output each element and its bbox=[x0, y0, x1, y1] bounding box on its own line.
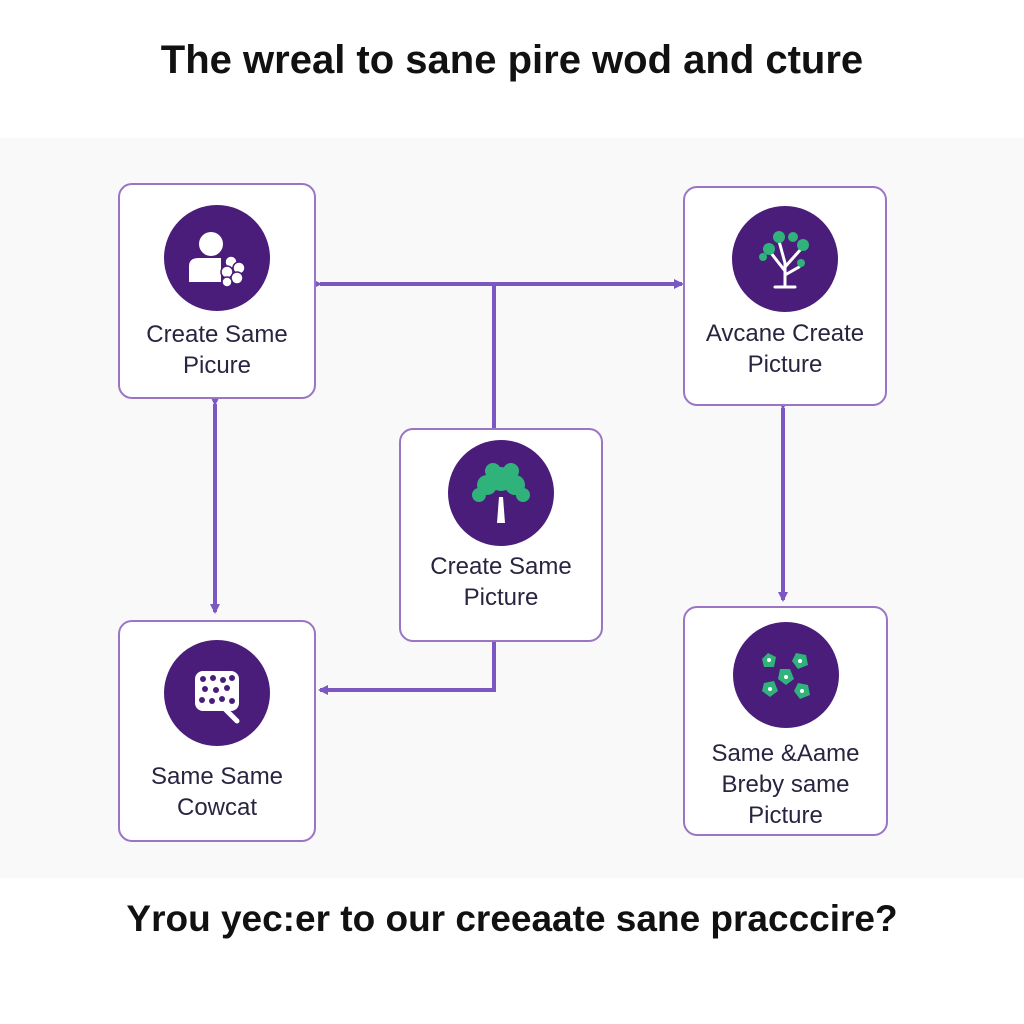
footer-question: Yrou yec:er to our creeaate sane praccci… bbox=[126, 898, 898, 939]
node-center[interactable]: Create Same Picture bbox=[399, 428, 603, 642]
node-label-line: Breby same bbox=[721, 771, 850, 798]
connector-center-to-bottom-left bbox=[318, 642, 496, 695]
node-label-line: Avcane Create bbox=[705, 320, 865, 347]
node-label-line: Picure bbox=[182, 352, 252, 379]
node-label-line: Create Same bbox=[146, 321, 288, 348]
node-top-left[interactable]: Create Same Picure bbox=[118, 183, 316, 399]
pattern-tile-icon bbox=[164, 640, 270, 746]
tree-icon bbox=[448, 440, 554, 546]
node-label-line: Picture bbox=[748, 802, 823, 829]
node-label: Same Same Cowcat bbox=[120, 761, 314, 823]
node-label-line: Picture bbox=[463, 584, 539, 611]
node-label-line: Same Same bbox=[150, 763, 284, 790]
node-label-line: Picture bbox=[747, 351, 823, 378]
node-label: Same &Aame Breby same Picture bbox=[685, 738, 886, 831]
page-title: The wreal to sane pire wod and cture bbox=[160, 38, 864, 82]
node-label-line: Cowcat bbox=[176, 794, 258, 821]
person-cluster-icon bbox=[164, 205, 270, 311]
node-label-line: Create Same bbox=[430, 553, 572, 580]
leaf-cluster-icon bbox=[732, 622, 839, 728]
node-label-line: Same &Aame bbox=[711, 740, 860, 767]
node-label: Create Same Picure bbox=[120, 319, 314, 381]
node-top-right[interactable]: Avcane Create Picture bbox=[683, 186, 887, 406]
node-label: Avcane Create Picture bbox=[685, 318, 885, 380]
node-bottom-left[interactable]: Same Same Cowcat bbox=[118, 620, 316, 842]
bonsai-tree-icon bbox=[732, 206, 838, 312]
node-bottom-right[interactable]: Same &Aame Breby same Picture bbox=[683, 606, 888, 836]
node-label: Create Same Picture bbox=[401, 551, 601, 613]
